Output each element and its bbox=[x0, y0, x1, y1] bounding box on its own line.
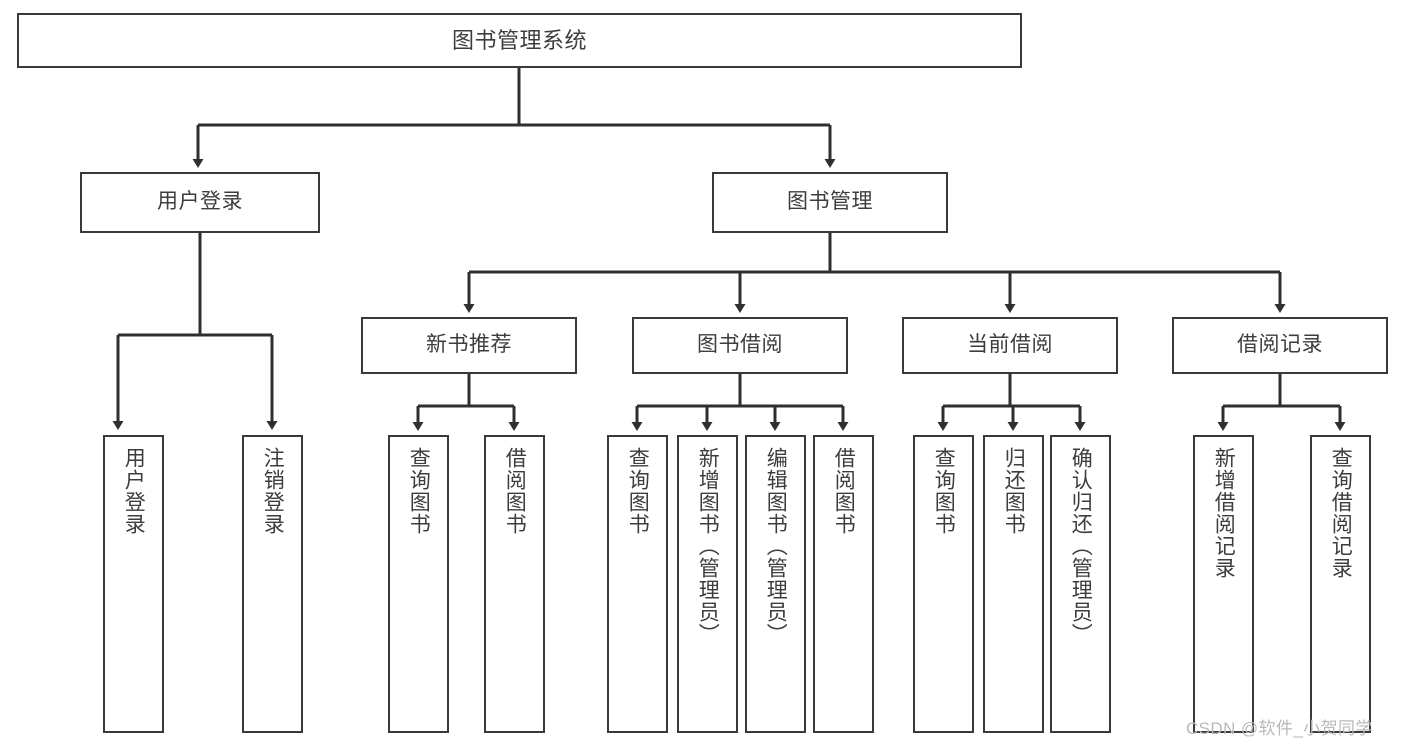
node-book-borrow-label: 图书借阅 bbox=[697, 333, 783, 357]
node-leaf-edit-book-admin-label: 编辑图书（管理员） bbox=[764, 447, 788, 645]
node-leaf-add-borrow-record-label: 新增借阅记录 bbox=[1212, 447, 1236, 579]
watermark-text: CSDN @软件_小贺同学 bbox=[1186, 719, 1373, 738]
node-leaf-query-book-recommend-label: 查询图书 bbox=[407, 447, 431, 535]
node-leaf-edit-book-admin[interactable]: 编辑图书（管理员） bbox=[745, 435, 806, 733]
node-leaf-user-login[interactable]: 用户登录 bbox=[103, 435, 164, 733]
node-leaf-query-book-current[interactable]: 查询图书 bbox=[913, 435, 974, 733]
node-leaf-query-book-borrow[interactable]: 查询图书 bbox=[607, 435, 668, 733]
node-leaf-user-login-label: 用户登录 bbox=[122, 447, 146, 535]
node-root-label: 图书管理系统 bbox=[451, 27, 587, 53]
node-leaf-query-book-borrow-label: 查询图书 bbox=[626, 447, 650, 535]
node-current-borrow[interactable]: 当前借阅 bbox=[902, 317, 1118, 374]
node-new-book-recommend-label: 新书推荐 bbox=[426, 333, 512, 357]
node-leaf-borrow-book-recommend-label: 借阅图书 bbox=[503, 447, 527, 535]
node-root[interactable]: 图书管理系统 bbox=[17, 13, 1022, 68]
node-new-book-recommend[interactable]: 新书推荐 bbox=[361, 317, 577, 374]
node-leaf-return-book-label: 归还图书 bbox=[1002, 447, 1026, 535]
node-book-management-label: 图书管理 bbox=[787, 190, 873, 214]
node-leaf-query-borrow-record[interactable]: 查询借阅记录 bbox=[1310, 435, 1371, 733]
node-leaf-logout-login[interactable]: 注销登录 bbox=[242, 435, 303, 733]
node-leaf-borrow-book[interactable]: 借阅图书 bbox=[813, 435, 874, 733]
node-book-management[interactable]: 图书管理 bbox=[712, 172, 948, 233]
node-leaf-borrow-book-label: 借阅图书 bbox=[832, 447, 856, 535]
node-leaf-add-book-admin[interactable]: 新增图书（管理员） bbox=[677, 435, 738, 733]
node-leaf-borrow-book-recommend[interactable]: 借阅图书 bbox=[484, 435, 545, 733]
node-leaf-query-book-recommend[interactable]: 查询图书 bbox=[388, 435, 449, 733]
node-leaf-query-book-current-label: 查询图书 bbox=[932, 447, 956, 535]
node-book-borrow[interactable]: 图书借阅 bbox=[632, 317, 848, 374]
node-borrow-record[interactable]: 借阅记录 bbox=[1172, 317, 1388, 374]
node-leaf-add-book-admin-label: 新增图书（管理员） bbox=[696, 447, 720, 645]
node-borrow-record-label: 借阅记录 bbox=[1237, 333, 1323, 357]
node-leaf-query-borrow-record-label: 查询借阅记录 bbox=[1329, 447, 1353, 579]
node-user-login[interactable]: 用户登录 bbox=[80, 172, 320, 233]
node-leaf-return-book[interactable]: 归还图书 bbox=[983, 435, 1044, 733]
node-leaf-logout-login-label: 注销登录 bbox=[261, 447, 285, 535]
node-leaf-confirm-return-admin-label: 确认归还（管理员） bbox=[1069, 447, 1093, 645]
node-user-login-label: 用户登录 bbox=[157, 190, 243, 214]
node-leaf-add-borrow-record[interactable]: 新增借阅记录 bbox=[1193, 435, 1254, 733]
node-current-borrow-label: 当前借阅 bbox=[967, 333, 1053, 357]
node-leaf-confirm-return-admin[interactable]: 确认归还（管理员） bbox=[1050, 435, 1111, 733]
